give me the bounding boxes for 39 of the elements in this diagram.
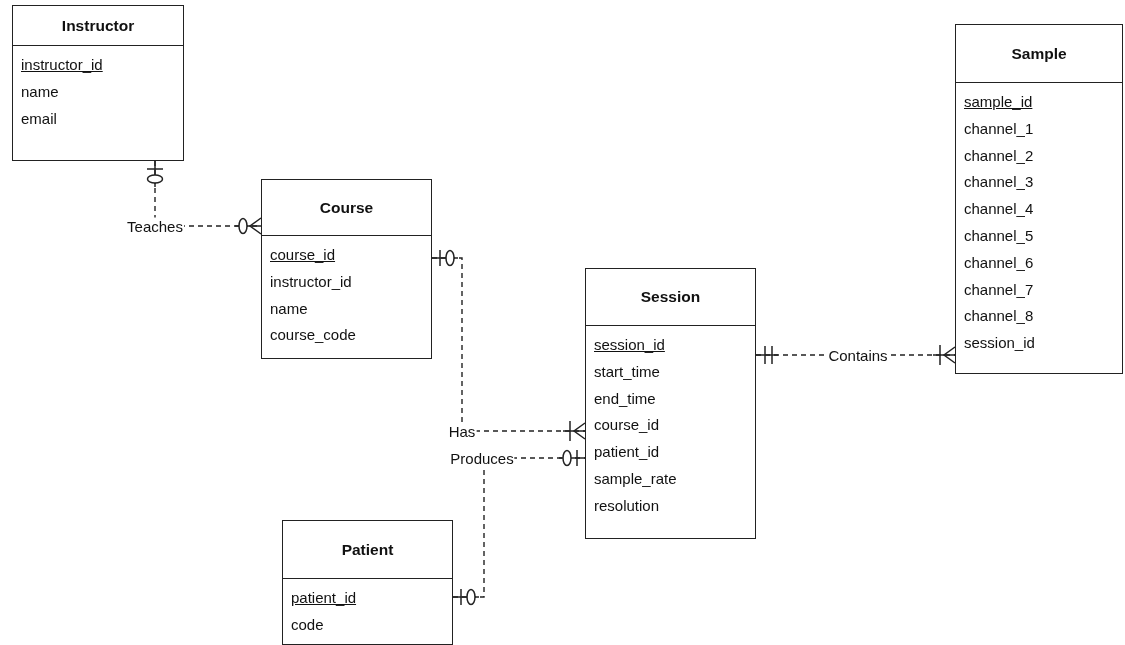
attribute: patient_id xyxy=(594,442,660,463)
entity-name: Sample xyxy=(1011,44,1067,63)
attribute: end_time xyxy=(594,388,656,409)
entity-table xyxy=(282,520,453,645)
relationship-line xyxy=(431,249,586,442)
relationship-line xyxy=(452,449,586,606)
entity-name: Session xyxy=(640,288,701,306)
attribute: start_time xyxy=(594,361,660,382)
attribute: resolution xyxy=(594,495,660,516)
entity-table xyxy=(261,179,432,359)
primary-key-attribute: course_id xyxy=(270,245,336,265)
relationship-label: Teaches xyxy=(126,217,184,235)
primary-key-attribute: patient_id xyxy=(291,588,357,608)
attribute: course_code xyxy=(270,325,356,346)
attribute: channel_4 xyxy=(964,199,1034,220)
entity-name: Course xyxy=(319,198,374,217)
entity-table xyxy=(585,268,756,539)
attribute: code xyxy=(291,614,324,635)
entity-table xyxy=(12,5,184,161)
attribute: sample_rate xyxy=(594,469,677,489)
attribute: channel_7 xyxy=(964,279,1034,300)
primary-key-attribute: session_id xyxy=(594,335,665,355)
attribute: name xyxy=(21,81,59,102)
attribute: channel_2 xyxy=(964,145,1034,166)
primary-key-attribute: sample_id xyxy=(964,92,1033,112)
entity-name: Patient xyxy=(341,540,394,559)
entity-name: Instructor xyxy=(61,16,135,35)
attribute: session_id xyxy=(964,333,1035,354)
attribute: channel_1 xyxy=(964,118,1034,139)
attribute: email xyxy=(21,108,57,129)
attribute: channel_6 xyxy=(964,252,1034,273)
primary-key-attribute: instructor_id xyxy=(21,55,103,75)
attribute: channel_8 xyxy=(964,306,1034,327)
attribute: course_id xyxy=(594,415,660,436)
attribute: instructor_id xyxy=(270,271,352,292)
attribute: channel_5 xyxy=(964,226,1034,246)
attribute: channel_3 xyxy=(964,172,1034,193)
attribute: name xyxy=(270,298,308,319)
entity-table xyxy=(955,24,1123,374)
